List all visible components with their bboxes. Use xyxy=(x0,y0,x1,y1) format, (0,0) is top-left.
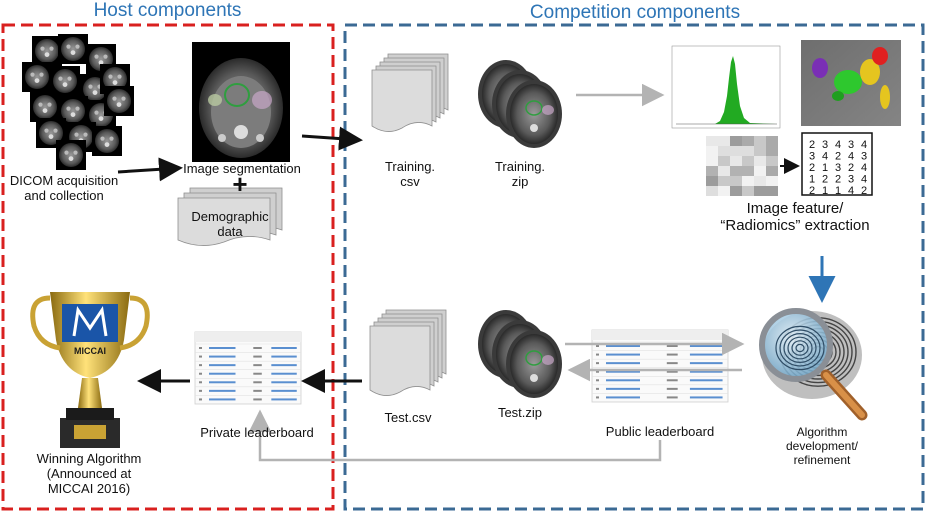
winning-algorithm-line1: Winning Algorithm xyxy=(36,451,142,466)
matrix-cell: 3 xyxy=(822,139,828,151)
feature-extraction-label: Image feature/ “Radiomics” extraction xyxy=(690,200,900,235)
host-components-title: Host components xyxy=(93,0,242,21)
winning-algorithm-label: Winning Algorithm (Announced at MICCAI 2… xyxy=(14,451,164,497)
test-csv-label: Test.csv xyxy=(384,410,432,425)
feature-extraction-line2: “Radiomics” extraction xyxy=(720,217,870,235)
winning-algorithm-line3: MICCAI 2016) xyxy=(47,480,131,496)
matrix-cell: 3 xyxy=(861,151,867,163)
competition-components-title: Competition components xyxy=(529,2,741,23)
matrix-cell: 1 xyxy=(822,185,828,197)
matrix-cell: 4 xyxy=(848,185,854,197)
algorithm-line2: development/ xyxy=(785,438,859,453)
training-csv-line1: Training. xyxy=(384,159,436,174)
test-zip-label: Test.zip xyxy=(497,405,543,420)
matrix-cell: 2 xyxy=(848,162,854,174)
dicom-label-line2: and collection xyxy=(24,187,104,203)
matrix-cell: 2 xyxy=(835,174,841,186)
tumor-3d-render xyxy=(801,40,901,126)
segmentation-label: Image segmentation xyxy=(183,161,301,176)
matrix-cell: 4 xyxy=(861,174,867,186)
algorithm-line1: Algorithm xyxy=(796,425,848,439)
matrix-cell: 2 xyxy=(861,185,867,197)
algorithm-line3: refinement xyxy=(793,452,851,467)
trophy-miccai-text: MICCAI xyxy=(74,346,106,356)
training-zip-line1: Training. xyxy=(494,159,546,174)
feature-extraction-line1: Image feature/ xyxy=(746,200,844,217)
segmentation-image xyxy=(192,42,290,162)
private-leaderboard-table xyxy=(194,331,302,405)
training-csv-label: Training. csv xyxy=(370,159,450,190)
magnifier-fingerprint xyxy=(759,308,868,421)
matrix-cell: 1 xyxy=(809,174,815,186)
loop-public-to-private xyxy=(248,409,662,462)
training-zip-label: Training. zip xyxy=(480,159,560,190)
matrix-cell: 2 xyxy=(809,162,815,174)
matrix-cell: 1 xyxy=(822,162,828,174)
matrix-cell: 4 xyxy=(861,162,867,174)
demographic-label-line1: Demographic xyxy=(191,209,269,224)
arrow-dicom-to-segmentation xyxy=(117,157,183,182)
matrix-cell: 4 xyxy=(848,151,854,163)
private-leaderboard-label: Private leaderboard xyxy=(200,425,314,440)
test-csv-docs xyxy=(369,309,447,396)
matrix-cell: 3 xyxy=(809,151,815,163)
matrix-cell: 4 xyxy=(835,139,841,151)
winning-algorithm-line2: (Announced at xyxy=(46,465,132,481)
matrix-cell: 3 xyxy=(835,162,841,174)
training-csv-line2: csv xyxy=(400,173,420,189)
matrix-cell: 2 xyxy=(809,139,815,151)
trophy-image: MICCAI xyxy=(30,292,150,448)
dicom-label: DICOM acquisition and collection xyxy=(0,173,128,204)
competition-components-border xyxy=(343,23,925,511)
training-zip-line2: zip xyxy=(511,173,529,189)
matrix-cell: 2 xyxy=(835,151,841,163)
matrix-cell: 1 xyxy=(835,185,841,197)
dicom-images-stack xyxy=(22,34,134,170)
grayscale-texture-grid xyxy=(706,136,778,196)
algorithm-label: Algorithm development/ refinement xyxy=(762,425,882,467)
arrow-host-to-training xyxy=(301,126,363,151)
demographic-label: Demographic data xyxy=(180,209,280,240)
training-csv-docs xyxy=(371,53,449,132)
public-leaderboard-label: Public leaderboard xyxy=(605,424,715,439)
plus-sign: + xyxy=(232,169,248,199)
matrix-cell: 3 xyxy=(848,174,854,186)
matrix-cell: 2 xyxy=(809,185,815,197)
matrix-cell: 4 xyxy=(861,139,867,151)
demographic-data-docs xyxy=(177,187,283,246)
training-zip-images xyxy=(478,60,562,148)
dicom-label-line1: DICOM acquisition xyxy=(9,173,119,188)
matrix-cell: 3 xyxy=(848,139,854,151)
public-leaderboard-table xyxy=(591,329,729,403)
histogram-chart xyxy=(671,45,781,129)
demographic-label-line2: data xyxy=(217,223,243,239)
host-components-border xyxy=(1,23,335,511)
matrix-cell: 4 xyxy=(822,151,828,163)
test-zip-images xyxy=(478,310,562,398)
matrix-cell: 2 xyxy=(822,174,828,186)
